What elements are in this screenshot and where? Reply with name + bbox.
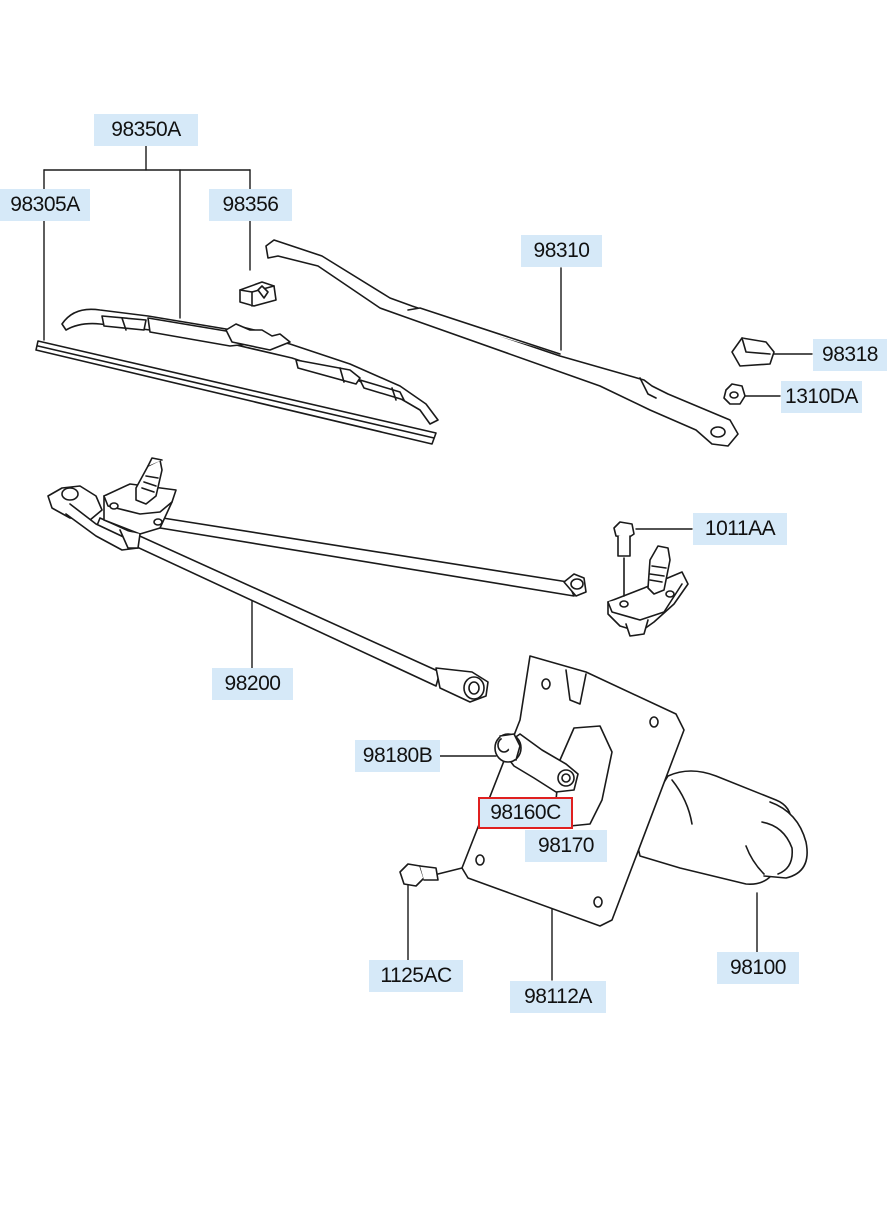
label-1011AA[interactable]: 1011AA	[693, 513, 787, 545]
label-1125AC[interactable]: 1125AC	[369, 960, 463, 992]
linkage-bolt-shape	[613, 521, 635, 597]
blade-clip-shape	[239, 281, 277, 307]
label-98200[interactable]: 98200	[212, 668, 293, 700]
wiper-arm-shape	[265, 239, 739, 447]
label-98356[interactable]: 98356	[209, 189, 292, 221]
label-98350A[interactable]: 98350A	[94, 114, 198, 146]
label-98305A[interactable]: 98305A	[0, 189, 90, 221]
plate-bolt-shape	[399, 863, 463, 887]
label-98100[interactable]: 98100	[717, 952, 799, 984]
label-98180B[interactable]: 98180B	[355, 740, 440, 772]
label-98310[interactable]: 98310	[521, 235, 602, 267]
label-98318[interactable]: 98318	[813, 339, 887, 371]
label-1310DA[interactable]: 1310DA	[781, 381, 862, 413]
label-98160C-selected[interactable]: 98160C	[478, 797, 573, 829]
arm-cap-shape	[731, 337, 775, 367]
label-98170[interactable]: 98170	[525, 830, 607, 862]
nut-shape	[723, 383, 746, 405]
linkage-assembly-shape	[47, 457, 689, 703]
wiper-motor-shape	[633, 770, 808, 885]
bushing-shape	[494, 733, 522, 763]
wiper-blade-refill-shape	[35, 340, 437, 445]
label-98112A[interactable]: 98112A	[510, 981, 606, 1013]
motor-bracket-shape	[461, 655, 685, 927]
wiper-blade-frame-shape	[61, 308, 439, 425]
